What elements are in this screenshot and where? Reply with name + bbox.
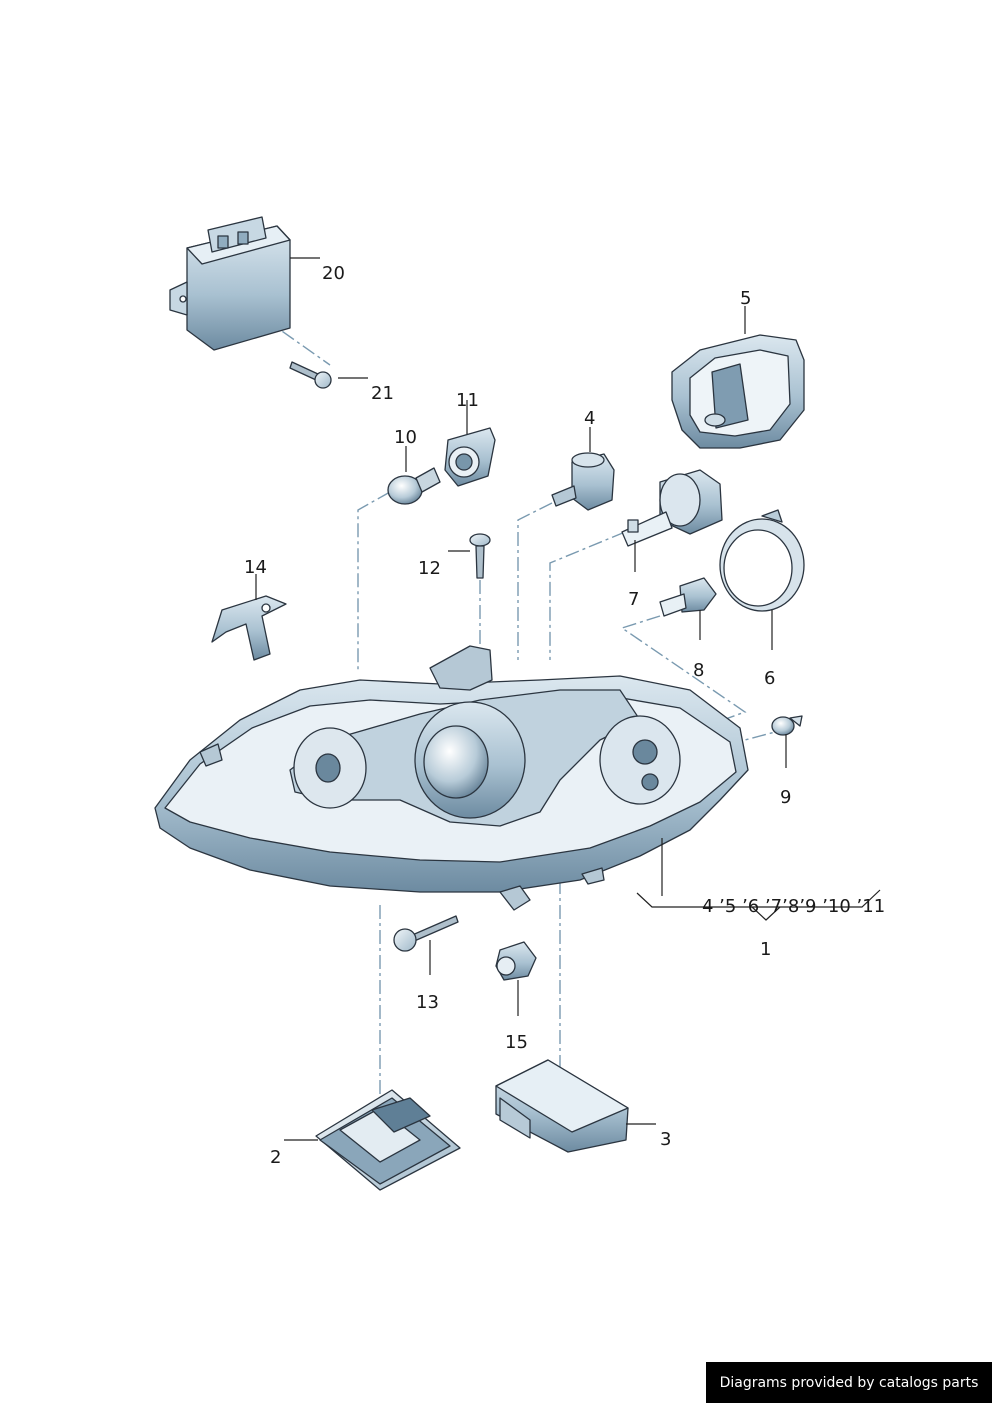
ballast-part-2 [315, 1089, 461, 1191]
callout-20: 20 [322, 263, 345, 284]
includes-list: 4 ’5 ’6 ’7’8’9 ’10 ’11 [702, 896, 885, 917]
control-unit-part-20 [169, 216, 291, 351]
screw-part-12 [469, 533, 491, 579]
callout-9: 9 [780, 787, 791, 808]
callout-4: 4 [584, 408, 595, 429]
retaining-ring-part-6 [719, 509, 805, 612]
callout-14: 14 [244, 557, 267, 578]
clip-part-15 [495, 941, 537, 981]
callout-11: 11 [456, 390, 479, 411]
xenon-bulb-part-7 [621, 469, 723, 547]
headlight-housing-part-1 [154, 645, 749, 911]
credit-banner: Diagrams provided by catalogs parts [706, 1362, 992, 1403]
callout-1: 1 [760, 939, 771, 960]
bracket-part-14 [211, 595, 287, 661]
callout-labels: 20 21 11 10 4 5 12 14 7 8 6 9 4 ’5 ’6 ’7… [244, 263, 885, 1168]
callout-21: 21 [371, 383, 394, 404]
callout-7: 7 [628, 589, 639, 610]
callout-12: 12 [418, 558, 441, 579]
callout-2: 2 [270, 1147, 281, 1168]
callout-8: 8 [693, 660, 704, 681]
callout-13: 13 [416, 992, 439, 1013]
credit-text: Diagrams provided by catalogs parts [719, 1374, 979, 1391]
adjuster-motor-part-4 [551, 452, 615, 511]
bulb-part-9 [771, 715, 803, 736]
callout-15: 15 [505, 1032, 528, 1053]
callout-10: 10 [394, 427, 417, 448]
bulb-part-8 [659, 577, 717, 617]
control-module-part-3 [495, 1059, 629, 1153]
screw-part-13 [393, 915, 459, 952]
screw-part-21 [289, 361, 332, 389]
callout-5: 5 [740, 288, 751, 309]
callout-3: 3 [660, 1129, 671, 1150]
bulb-part-10 [387, 467, 441, 505]
cover-cap-part-5 [671, 334, 805, 449]
leader-lines [255, 257, 881, 1141]
callout-6: 6 [764, 668, 775, 689]
bulb-holder-part-11 [444, 427, 496, 487]
